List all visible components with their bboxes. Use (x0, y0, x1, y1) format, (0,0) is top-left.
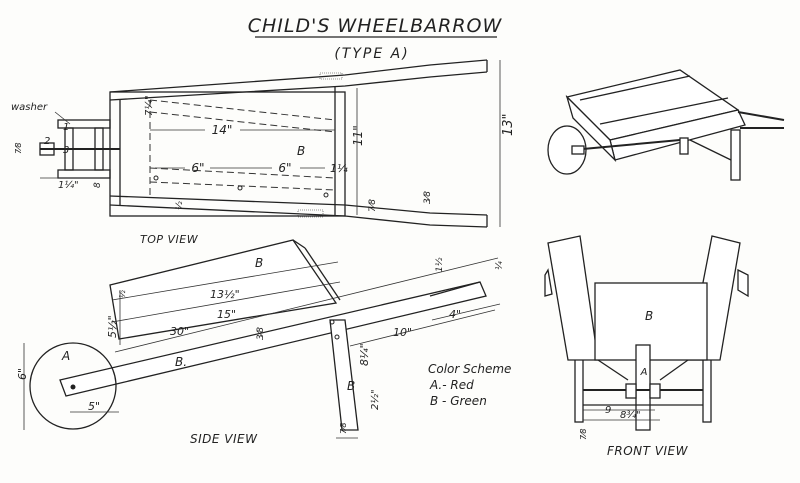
top-view-label: TOP VIEW (140, 233, 199, 246)
dim-3-8-side: 3⁄8 (256, 327, 266, 340)
dim-6-b: 6" (278, 161, 291, 175)
color-scheme-a: A.- Red (429, 378, 474, 392)
dim-7-quarter: 7¼" (143, 95, 155, 116)
dim-10: 10" (393, 326, 412, 339)
dim-1-quarter-left: 1¼" (58, 179, 79, 191)
dim-13: 13" (501, 113, 516, 136)
dim-8-quarter: 8¼" (358, 343, 371, 366)
dim-7-8-side: 7⁄8 (339, 422, 348, 434)
color-scheme: Color Scheme A.- Red B - Green (428, 362, 511, 408)
dim-6-wheel: 6" (16, 368, 29, 380)
washer-label: washer (11, 102, 48, 113)
part-a-wheel: A (61, 349, 70, 363)
dim-5-wheel: 5" (88, 400, 100, 413)
part-number-1: 1 (63, 122, 69, 133)
subtitle: (TYPE A) (334, 46, 409, 62)
dim-4: 4" (449, 308, 461, 321)
part-b-leg: B (347, 379, 355, 393)
dim-half-side: ½ (118, 290, 127, 298)
part-b-top: B (297, 144, 305, 158)
color-scheme-b: B - Green (430, 394, 487, 408)
dim-15: 15" (217, 308, 236, 321)
top-view: washer 1 2 3 7⁄8 1¼" 8 7¼" 14" B 6" 6" 1… (11, 59, 516, 246)
dim-6-a: 6" (191, 161, 204, 175)
color-scheme-heading: Color Scheme (428, 362, 511, 376)
dim-2-half: 2½" (369, 389, 381, 410)
part-number-3: 3 (63, 145, 69, 156)
side-view: 13½" 15" 30" 10" 4" ½ 5½" B B. 1½ ¼ 3⁄8 … (16, 239, 505, 446)
dim-30: 30" (170, 325, 189, 338)
front-view-label: FRONT VIEW (607, 444, 689, 458)
dim-1-quarter-side: ¼ (495, 261, 505, 270)
dim-7-8-top: 7⁄8 (368, 199, 378, 212)
title: CHILD'S WHEELBARROW (248, 15, 503, 37)
part-number-2: 2 (44, 136, 50, 147)
dim-11: 11" (351, 125, 365, 146)
part-a-front: A (640, 367, 648, 378)
dim-1-half: 1½ (435, 257, 445, 272)
dim-8-three-quarter: 8¾" (620, 410, 641, 421)
dim-5-half: 5½" (106, 315, 119, 338)
dim-3-8-top: 3⁄8 (423, 191, 433, 204)
dim-1-quarter: 1¼ (330, 162, 348, 175)
dim-13-half: 13½" (210, 288, 240, 301)
dim-14: 14" (212, 123, 233, 137)
part-b-rail: B. (175, 355, 187, 369)
dim-8-left: 8 (93, 182, 103, 188)
dim-9: 9 (605, 405, 611, 416)
part-b-side: B (255, 256, 263, 270)
dim-half-top: ½ (175, 201, 185, 210)
front-view: B A 9 8¾" 7⁄8 FRONT VIEW (544, 235, 749, 458)
perspective-view (547, 69, 785, 181)
dim-7-8-left: 7⁄8 (14, 142, 23, 154)
side-view-label: SIDE VIEW (190, 432, 258, 446)
part-b-front: B (645, 309, 653, 323)
title-block: CHILD'S WHEELBARROW (TYPE A) (248, 15, 503, 62)
dim-7-8-front: 7⁄8 (579, 428, 588, 440)
